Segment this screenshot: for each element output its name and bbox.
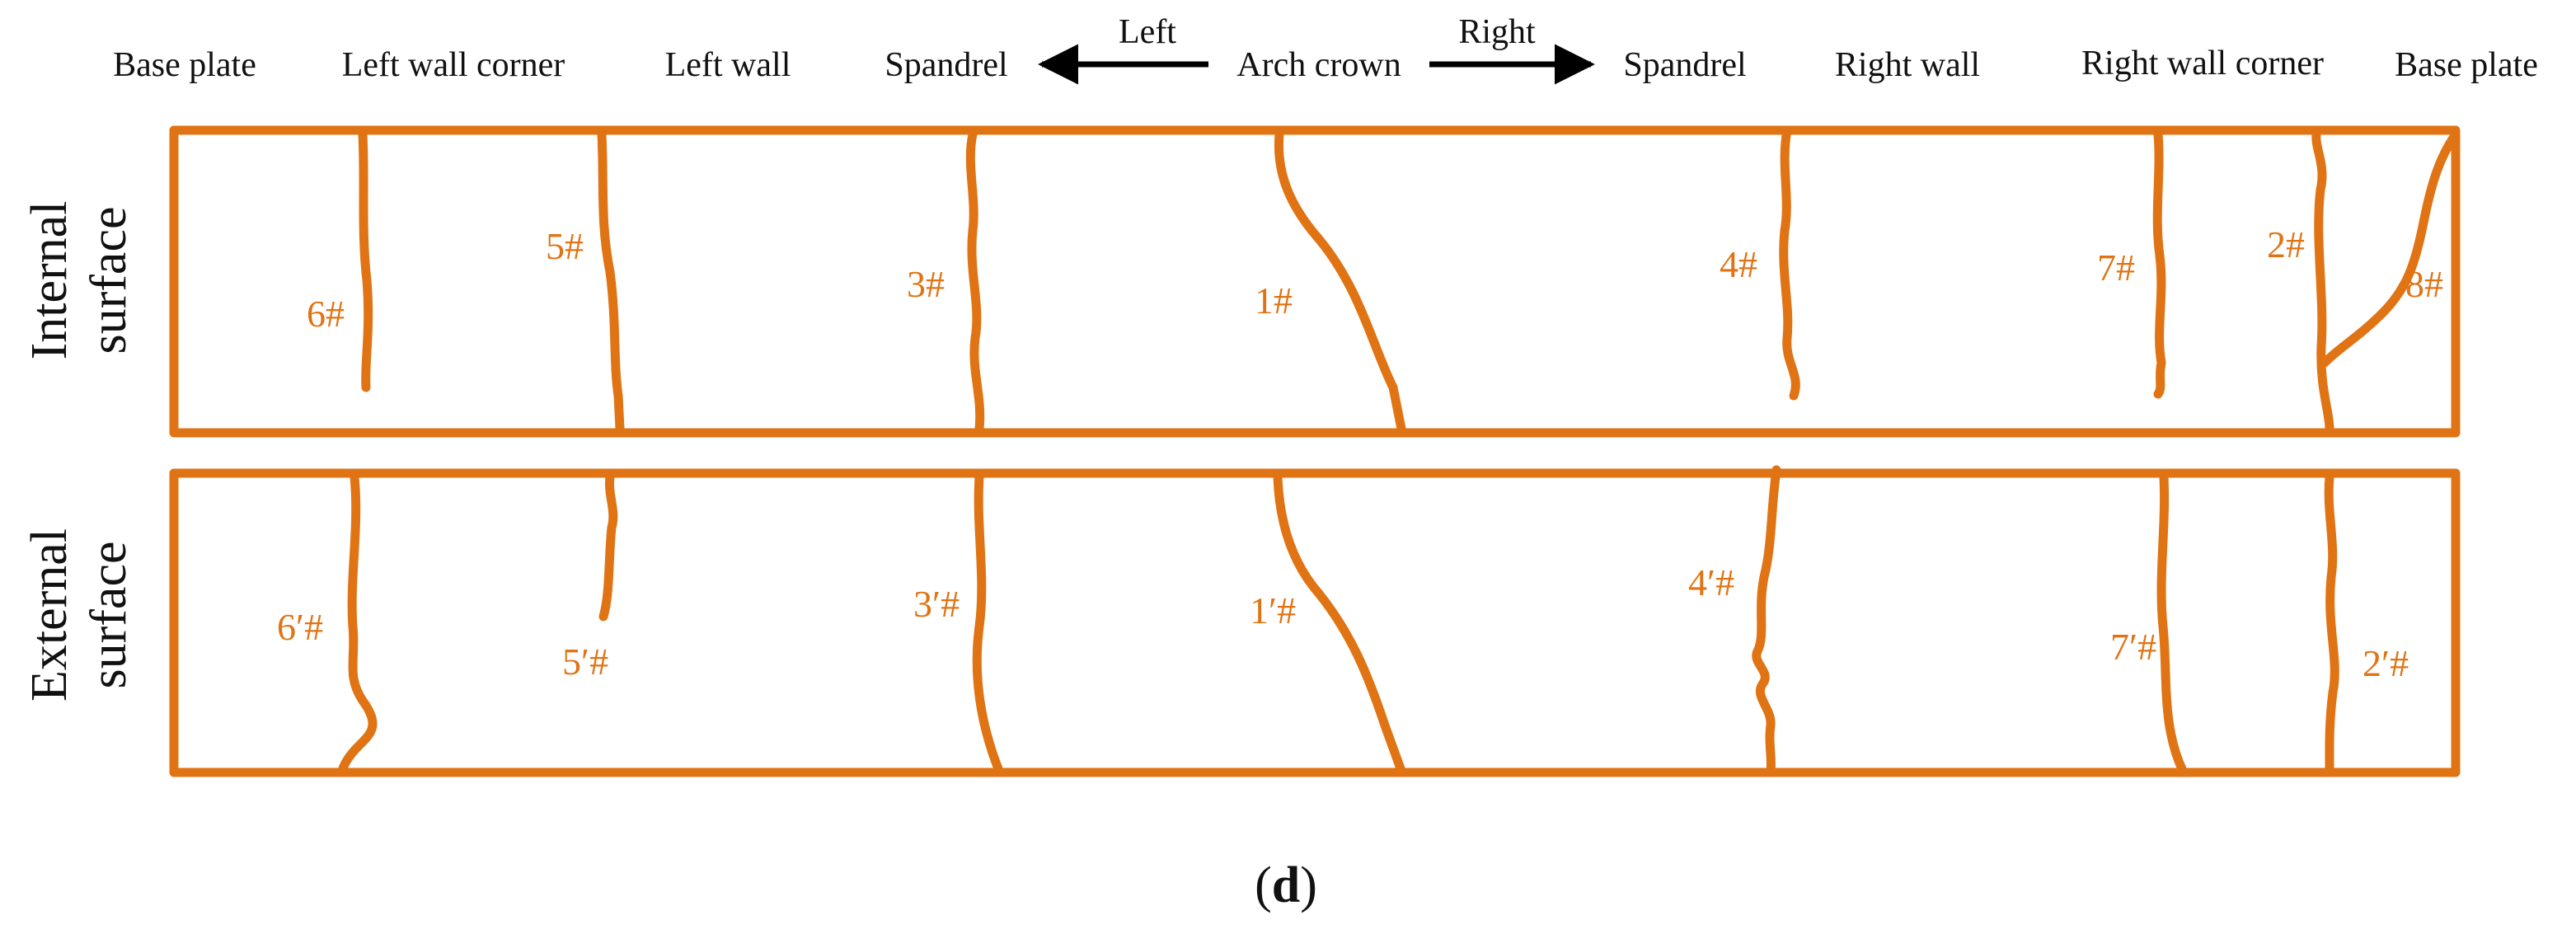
internal-crack-6 (358, 129, 373, 392)
crack-label-1: 1# (1255, 279, 1293, 322)
internal-crack-5 (597, 129, 625, 434)
position-label-left-wall: Left wall (665, 46, 791, 84)
external-crack-2p (2324, 472, 2339, 776)
position-label-base-plate-left: Base plate (113, 46, 256, 84)
crack-label-2: 2# (2267, 223, 2305, 265)
external-crack-labels: 6′# 5′# 3′# 1′# 4′# 7′# 2′# (277, 561, 2409, 684)
side-labels: Internal surface External surface (21, 201, 137, 702)
position-label-spandrel-right: Spandrel (1623, 46, 1746, 84)
crack-label-3p: 3′# (913, 583, 960, 625)
internal-surface-label: Internal surface (21, 201, 137, 360)
position-label-spandrel-left: Spandrel (884, 46, 1007, 84)
direction-left-label: Left (1119, 13, 1176, 51)
crack-label-4: 4# (1720, 243, 1757, 285)
external-label-line2: surface (81, 542, 137, 689)
position-label-base-plate-right: Base plate (2395, 46, 2538, 84)
internal-surface-panel (169, 125, 2461, 438)
external-crack-4p (1752, 465, 1781, 776)
internal-label-line1: Internal (21, 201, 77, 360)
internal-crack-labels: 6# 5# 3# 1# 4# 7# 2# 8# (307, 223, 2443, 335)
crack-label-5: 5# (546, 225, 584, 267)
internal-crack-7 (2152, 129, 2166, 399)
crack-label-7: 7# (2097, 246, 2135, 289)
crack-label-4p: 4′# (1688, 561, 1734, 603)
figure-caption: (d) (1255, 857, 1317, 913)
internal-label-line2: surface (81, 207, 137, 354)
internal-panel-border (169, 125, 2461, 438)
crack-label-6: 6# (307, 293, 345, 335)
position-labels: Base plate Left wall corner Left wall Sp… (113, 45, 2538, 84)
external-crack-5p (598, 472, 618, 622)
direction-right-label: Right (1458, 13, 1536, 51)
crack-label-3: 3# (907, 263, 945, 305)
crack-label-6p: 6′# (277, 606, 323, 648)
crack-label-2p: 2′# (2363, 642, 2409, 684)
caption-letter: d (1272, 857, 1300, 913)
external-crack-1p (1273, 472, 1406, 776)
external-panel-border (169, 468, 2461, 777)
external-crack-3p (972, 472, 1004, 776)
position-label-left-wall-corner: Left wall corner (342, 46, 565, 84)
crack-label-8: 8# (2405, 263, 2443, 305)
crack-label-5p: 5′# (562, 641, 608, 683)
internal-crack-1 (1274, 129, 1406, 434)
crack-label-7p: 7′# (2110, 626, 2156, 668)
external-crack-6p (337, 472, 378, 776)
position-label-arch-crown: Arch crown (1236, 46, 1401, 84)
crack-label-1p: 1′# (1250, 589, 1296, 631)
internal-crack-4 (1779, 125, 1800, 401)
direction-indicator: Left Right (1038, 13, 1595, 85)
internal-crack-2 (2311, 129, 2334, 434)
internal-crack-8 (2320, 129, 2461, 368)
caption-open-paren: ( (1255, 857, 1272, 913)
external-surface-panel (169, 465, 2461, 777)
position-label-right-wall-corner: Right wall corner (2081, 45, 2324, 82)
caption-close-paren: ) (1300, 857, 1317, 913)
position-label-right-wall: Right wall (1835, 46, 1980, 84)
external-surface-label: External surface (21, 528, 137, 702)
external-crack-7p (2156, 472, 2188, 776)
internal-crack-3 (965, 129, 985, 434)
external-label-line1: External (21, 528, 77, 702)
